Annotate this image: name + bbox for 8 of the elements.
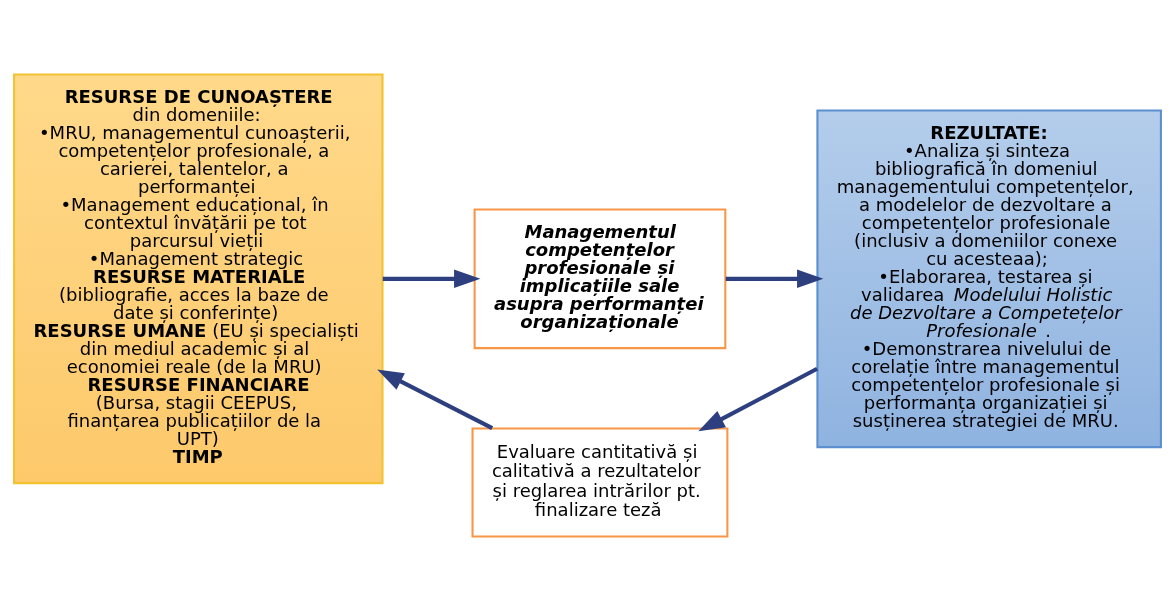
arrow [725, 269, 824, 288]
arrow [382, 269, 481, 288]
arrow [698, 366, 819, 431]
node-box: Managementul competențelor profesionale și implicațiile sale asupra performanței organizaționale [473, 208, 727, 349]
node-box: RESURSE DE CUNOAȘTERE din domeniile: •MRU, managementul cunoașterii, competențelor profesionale, a carierei, talentelor, a performanței •Management educațional, în contextul învățării pe tot parcursul vieții •Management strategic RESURSE MATERIALE (bibliografie, acces la baze de date și conferințe) RESURSE UMANE (EU și specialiști din mediul academic și al economiei reale (de la MRU) RESURSE FINANCIARE (Bursa, stagii CEEPUS, finanțarea publicațiilor de la UPT) TIMP [13, 73, 384, 484]
node-box: REZULTATE: •Analiza și sinteza bibliografică în domeniul managementului competențelor, a modelelor de dezvoltare a competențelor profesionale (inclusiv a domeniilor conexe cu acesteaa); •Elaborarea, testarea și validarea Modelului Holistic de Dezvoltare a Competețelor Profesionale. •Demonstrarea nivelului de corelație între managementul competențelor profesionale și performanța organizației și susținerea strategiei de MRU. [816, 109, 1162, 448]
node-box: Evaluare cantitativă și calitativă a rezultatelor și reglarea intrărilor pt. finalizare teză [471, 426, 729, 537]
arrow [377, 368, 494, 430]
